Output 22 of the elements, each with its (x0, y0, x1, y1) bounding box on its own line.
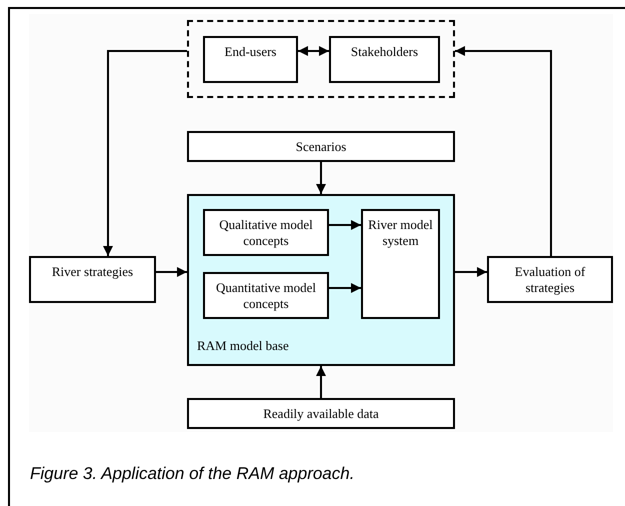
process-box: Qualitative model concepts (203, 209, 329, 256)
process-box: Quantitative model concepts (203, 272, 329, 319)
figure-caption: Figure 3. Application of the RAM approach. (30, 464, 354, 484)
dashed-group-box (187, 20, 455, 98)
arrow (156, 267, 187, 277)
arrow (298, 46, 329, 56)
process-box: End-users (203, 36, 298, 83)
arrow (316, 366, 326, 398)
process-box: Stakeholders (329, 36, 440, 83)
process-box: Readily available data (187, 398, 455, 429)
arrow (316, 162, 326, 194)
process-box: Evaluation of strategies (487, 256, 613, 303)
container-box (187, 194, 455, 366)
arrow (103, 50, 187, 256)
container-label: RAM model base (197, 338, 289, 354)
process-box: River strategies (29, 256, 156, 303)
arrow (329, 283, 361, 293)
arrow (455, 46, 552, 256)
process-box: Scenarios (187, 131, 455, 162)
arrow (455, 267, 487, 277)
arrow (329, 220, 361, 230)
process-box: River model system (361, 209, 440, 319)
